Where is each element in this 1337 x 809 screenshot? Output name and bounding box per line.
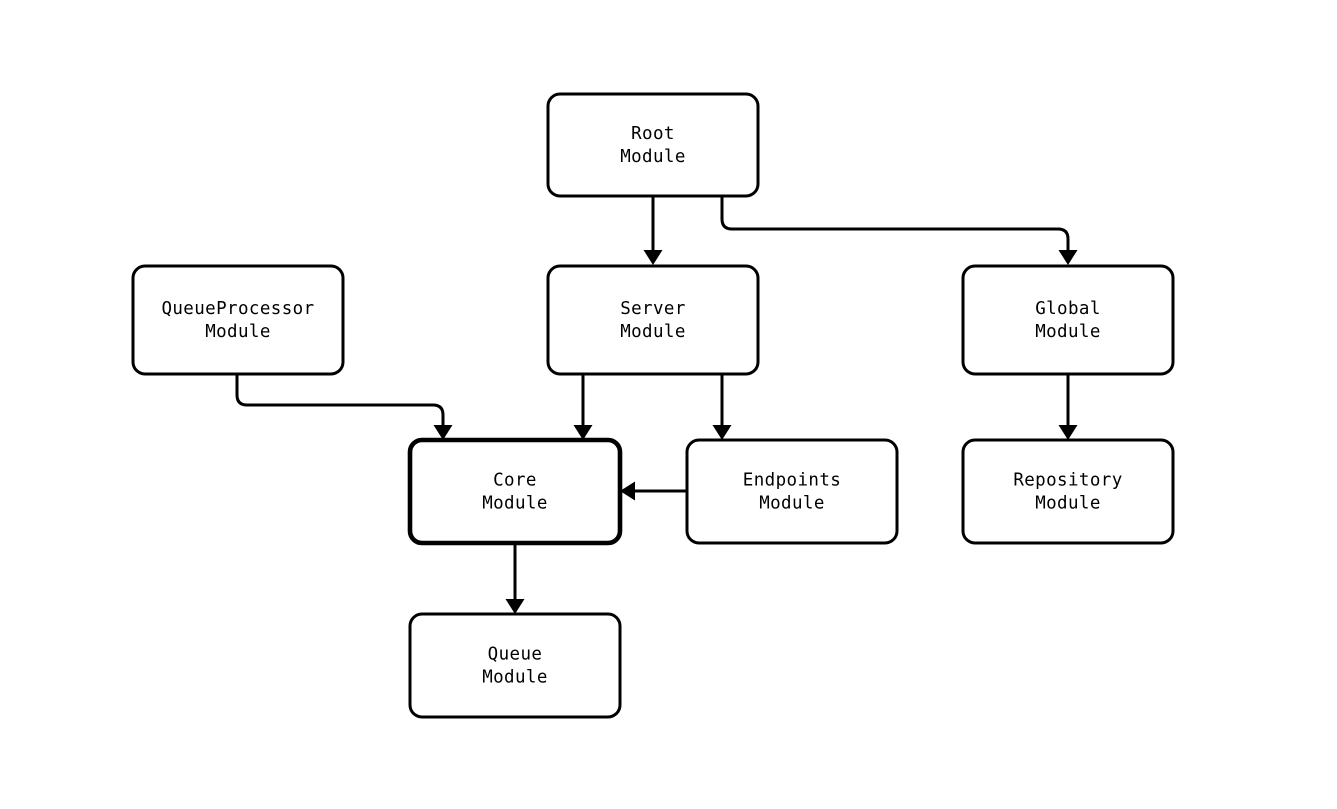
node-box[interactable] (961, 264, 1175, 376)
edge-arrowhead (573, 425, 593, 440)
edge-arrowhead (1058, 425, 1078, 440)
node-label-line1: Endpoints (743, 471, 841, 491)
edge-server-to-endpoints (712, 374, 732, 440)
edge-server-to-core (573, 374, 593, 440)
node-label-line2: Module (1035, 322, 1101, 342)
edge-arrowhead (643, 250, 663, 265)
edge-arrowhead (505, 599, 525, 614)
nodes-layer: RootModuleQueueProcessorModuleServerModu… (131, 92, 1175, 719)
node-label-line2: Module (620, 147, 686, 167)
node-box[interactable] (407, 437, 623, 546)
node-box[interactable] (546, 92, 760, 198)
node-label-line2: Module (482, 494, 548, 514)
node-box[interactable] (408, 612, 622, 719)
node-label-line2: Module (759, 494, 825, 514)
node-label-line1: Server (620, 299, 686, 319)
node-label-line1: Queue (488, 645, 543, 665)
edge-root-to-server (643, 196, 663, 265)
node-label-line1: Repository (1013, 471, 1122, 491)
node-box[interactable] (685, 438, 899, 545)
edge-global-to-repository (1058, 374, 1078, 440)
edge-endpoints-to-core (620, 481, 687, 501)
edge-line (235, 374, 445, 427)
node-label-line2: Module (205, 322, 271, 342)
node-box[interactable] (546, 264, 760, 376)
node-label-line2: Module (620, 322, 686, 342)
node-label-line1: Root (631, 124, 675, 144)
edge-arrowhead (712, 425, 732, 440)
edge-arrowhead (620, 481, 635, 501)
node-label-line2: Module (482, 668, 548, 688)
node-label-line1: Core (493, 471, 537, 491)
edge-core-to-queue (505, 543, 525, 614)
node-label-line1: Global (1035, 299, 1101, 319)
edge-arrowhead (433, 425, 453, 440)
edge-root-to-global (720, 196, 1078, 265)
node-label-line2: Module (1035, 494, 1101, 514)
node-box[interactable] (131, 264, 345, 376)
edge-queueprocessor-to-core (235, 374, 453, 440)
edge-arrowhead (1058, 250, 1078, 265)
node-label-line1: QueueProcessor (161, 299, 314, 319)
node-box[interactable] (961, 438, 1175, 545)
edges-layer (235, 196, 1078, 614)
edge-line (720, 196, 1070, 252)
